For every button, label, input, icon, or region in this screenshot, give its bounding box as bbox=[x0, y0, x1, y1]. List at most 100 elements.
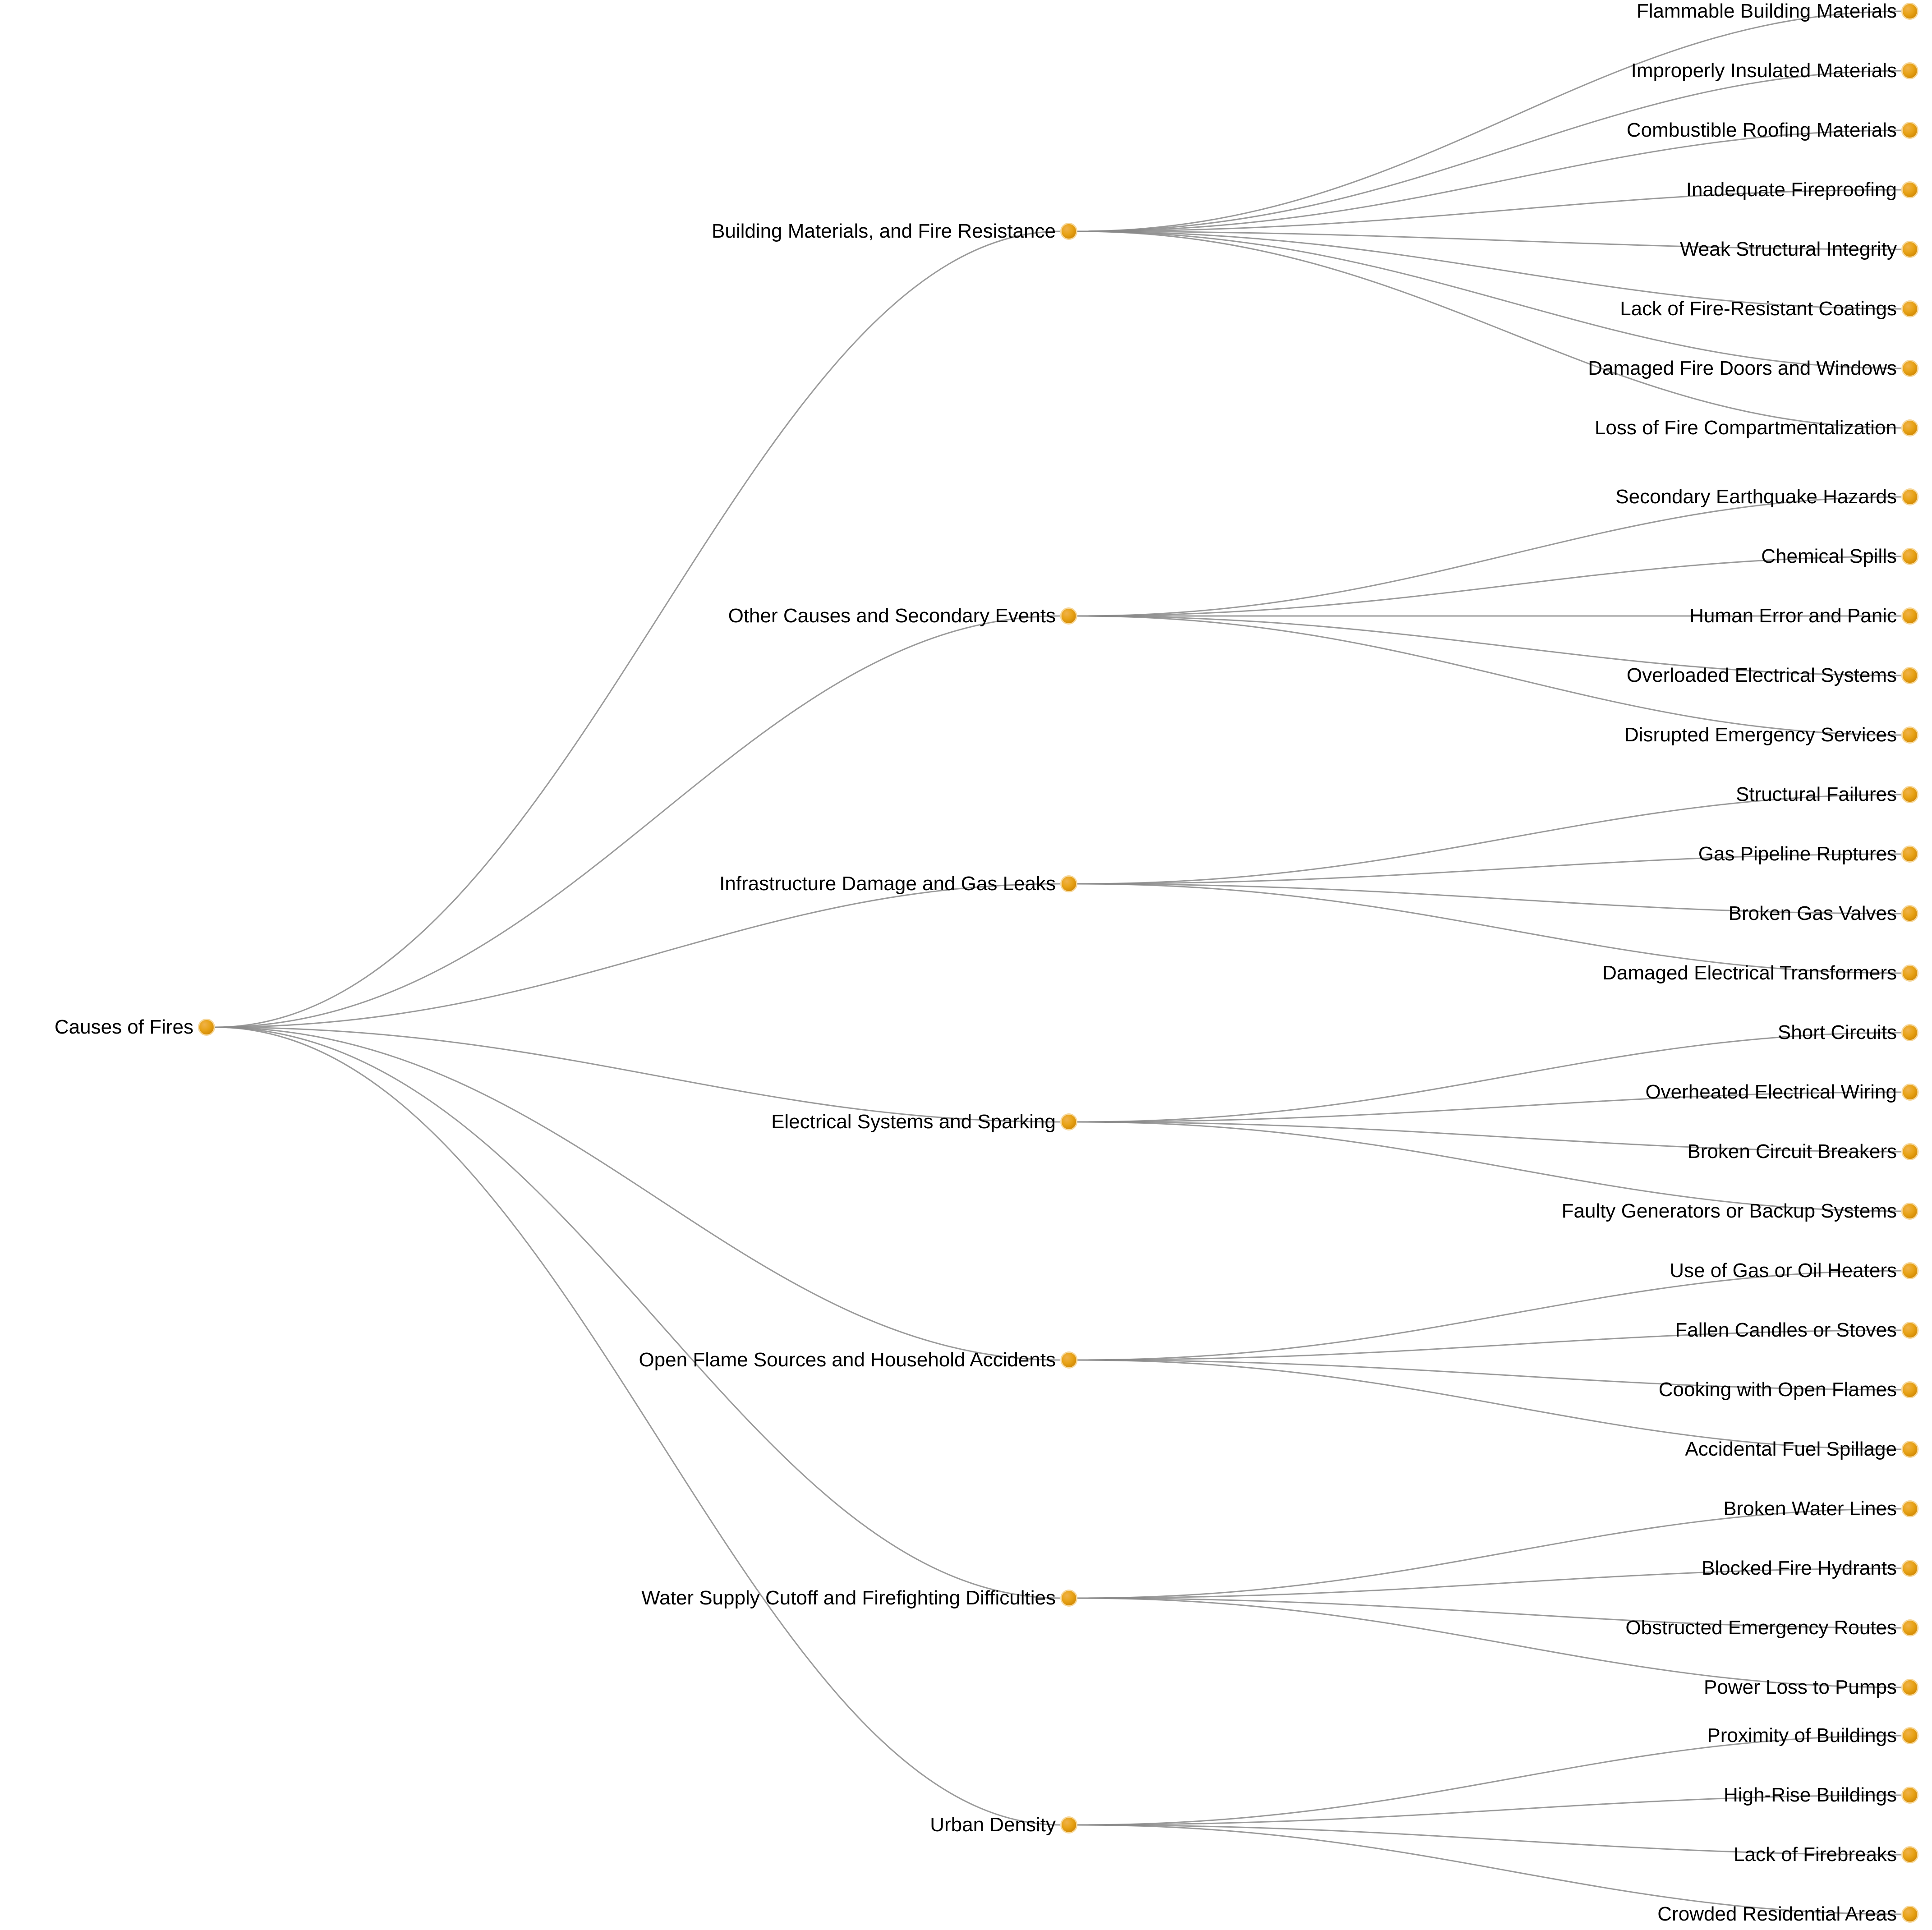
leaf-node-dot[interactable] bbox=[1901, 1906, 1918, 1923]
leaf-node-dot[interactable] bbox=[1901, 181, 1918, 198]
leaf-node-label: Short Circuits bbox=[1777, 1021, 1897, 1043]
leaf-node-label: Improperly Insulated Materials bbox=[1631, 60, 1897, 82]
tree-node-leaf-4-0[interactable]: Use of Gas or Oil Heaters bbox=[1670, 1261, 1918, 1281]
tree-node-leaf-3-0[interactable]: Short Circuits bbox=[1778, 1023, 1918, 1043]
leaf-node-dot[interactable] bbox=[1901, 846, 1918, 863]
tree-node-leaf-2-1[interactable]: Gas Pipeline Ruptures bbox=[1698, 844, 1918, 864]
tree-node-leaf-2-3[interactable]: Damaged Electrical Transformers bbox=[1602, 963, 1918, 983]
tree-node-leaf-4-3[interactable]: Accidental Fuel Spillage bbox=[1685, 1439, 1918, 1459]
tree-node-leaf-1-0[interactable]: Secondary Earthquake Hazards bbox=[1615, 487, 1918, 507]
tree-node-category-0[interactable]: Building Materials, and Fire Resistance bbox=[712, 221, 1077, 241]
tree-node-leaf-0-6[interactable]: Damaged Fire Doors and Windows bbox=[1588, 358, 1918, 378]
tree-node-leaf-3-1[interactable]: Overheated Electrical Wiring bbox=[1645, 1082, 1918, 1102]
leaf-node-dot[interactable] bbox=[1901, 1679, 1918, 1696]
tree-node-category-6[interactable]: Urban Density bbox=[930, 1815, 1077, 1835]
tree-node-leaf-6-1[interactable]: High-Rise Buildings bbox=[1724, 1785, 1918, 1805]
tree-node-category-1[interactable]: Other Causes and Secondary Events bbox=[728, 606, 1077, 626]
leaf-node-label: Broken Circuit Breakers bbox=[1687, 1140, 1897, 1163]
leaf-node-dot[interactable] bbox=[1901, 1846, 1918, 1863]
leaf-node-dot[interactable] bbox=[1901, 667, 1918, 684]
tree-node-leaf-5-3[interactable]: Power Loss to Pumps bbox=[1704, 1677, 1918, 1697]
tree-node-leaf-0-2[interactable]: Combustible Roofing Materials bbox=[1627, 120, 1918, 140]
tree-node-leaf-1-4[interactable]: Disrupted Emergency Services bbox=[1624, 725, 1918, 745]
tree-node-leaf-6-2[interactable]: Lack of Firebreaks bbox=[1734, 1845, 1918, 1865]
leaf-node-label: Combustible Roofing Materials bbox=[1626, 119, 1897, 141]
tree-node-leaf-5-0[interactable]: Broken Water Lines bbox=[1723, 1499, 1918, 1519]
leaf-node-dot[interactable] bbox=[1901, 360, 1918, 377]
tree-node-leaf-0-4[interactable]: Weak Structural Integrity bbox=[1680, 239, 1918, 259]
tree-node-leaf-1-1[interactable]: Chemical Spills bbox=[1761, 547, 1918, 566]
leaf-node-dot[interactable] bbox=[1901, 3, 1918, 20]
leaf-node-dot[interactable] bbox=[1901, 241, 1918, 258]
leaf-node-dot[interactable] bbox=[1901, 1143, 1918, 1160]
leaf-node-dot[interactable] bbox=[1901, 607, 1918, 625]
tree-node-leaf-0-7[interactable]: Loss of Fire Compartmentalization bbox=[1595, 418, 1918, 438]
leaf-node-dot[interactable] bbox=[1901, 1500, 1918, 1517]
leaf-node-dot[interactable] bbox=[1901, 62, 1918, 79]
category-node-dot[interactable] bbox=[1060, 1351, 1077, 1369]
leaf-node-dot[interactable] bbox=[1901, 786, 1918, 803]
tree-node-leaf-4-2[interactable]: Cooking with Open Flames bbox=[1659, 1380, 1918, 1400]
category-node-dot[interactable] bbox=[1060, 875, 1077, 892]
tree-node-leaf-0-0[interactable]: Flammable Building Materials bbox=[1637, 1, 1918, 21]
leaf-node-dot[interactable] bbox=[1901, 1727, 1918, 1744]
category-node-dot[interactable] bbox=[1060, 1816, 1077, 1834]
tree-node-leaf-5-2[interactable]: Obstructed Emergency Routes bbox=[1625, 1618, 1918, 1638]
category-node-dot[interactable] bbox=[1060, 223, 1077, 240]
leaf-node-dot[interactable] bbox=[1901, 726, 1918, 744]
leaf-node-dot[interactable] bbox=[1901, 488, 1918, 505]
tree-node-category-5[interactable]: Water Supply Cutoff and Firefighting Dif… bbox=[641, 1588, 1077, 1608]
leaf-node-dot[interactable] bbox=[1901, 300, 1918, 317]
tree-node-leaf-1-3[interactable]: Overloaded Electrical Systems bbox=[1627, 666, 1918, 685]
leaf-node-label: Broken Water Lines bbox=[1723, 1498, 1897, 1520]
leaf-node-dot[interactable] bbox=[1901, 1381, 1918, 1398]
leaf-node-dot[interactable] bbox=[1901, 122, 1918, 139]
leaf-node-dot[interactable] bbox=[1901, 1560, 1918, 1577]
tree-node-leaf-4-1[interactable]: Fallen Candles or Stoves bbox=[1675, 1320, 1918, 1340]
leaf-node-label: Overloaded Electrical Systems bbox=[1626, 664, 1897, 686]
tree-node-category-3[interactable]: Electrical Systems and Sparking bbox=[771, 1112, 1077, 1132]
leaf-node-dot[interactable] bbox=[1901, 548, 1918, 565]
root-node-dot[interactable] bbox=[198, 1019, 215, 1036]
category-node-label: Water Supply Cutoff and Firefighting Dif… bbox=[641, 1587, 1056, 1609]
tree-node-category-2[interactable]: Infrastructure Damage and Gas Leaks bbox=[719, 874, 1077, 894]
tree-node-leaf-0-1[interactable]: Improperly Insulated Materials bbox=[1631, 61, 1918, 81]
leaf-node-dot[interactable] bbox=[1901, 1787, 1918, 1804]
leaf-node-dot[interactable] bbox=[1901, 1024, 1918, 1041]
tree-node-leaf-2-2[interactable]: Broken Gas Valves bbox=[1729, 904, 1918, 924]
leaf-node-label: Proximity of Buildings bbox=[1707, 1724, 1897, 1746]
leaf-node-dot[interactable] bbox=[1901, 419, 1918, 437]
tree-node-leaf-6-3[interactable]: Crowded Residential Areas bbox=[1657, 1904, 1918, 1924]
tree-node-category-4[interactable]: Open Flame Sources and Household Acciden… bbox=[639, 1350, 1077, 1370]
tree-node-leaf-3-2[interactable]: Broken Circuit Breakers bbox=[1687, 1142, 1918, 1162]
leaf-node-dot[interactable] bbox=[1901, 1262, 1918, 1279]
category-node-label: Urban Density bbox=[930, 1814, 1056, 1836]
leaf-node-label: Obstructed Emergency Routes bbox=[1625, 1617, 1897, 1639]
tree-node-leaf-6-0[interactable]: Proximity of Buildings bbox=[1707, 1726, 1918, 1746]
leaf-node-label: Overheated Electrical Wiring bbox=[1645, 1081, 1897, 1103]
leaf-node-label: Blocked Fire Hydrants bbox=[1702, 1557, 1897, 1579]
tree-node-leaf-2-0[interactable]: Structural Failures bbox=[1736, 785, 1918, 804]
leaf-node-dot[interactable] bbox=[1901, 1084, 1918, 1101]
category-node-dot[interactable] bbox=[1060, 607, 1077, 625]
root-node-label: Causes of Fires bbox=[54, 1016, 193, 1038]
leaf-node-label: Inadequate Fireproofing bbox=[1686, 179, 1897, 201]
leaf-node-label: Loss of Fire Compartmentalization bbox=[1594, 417, 1897, 439]
tree-node-root[interactable]: Causes of Fires bbox=[55, 1017, 215, 1037]
leaf-node-label: Structural Failures bbox=[1735, 783, 1897, 805]
leaf-node-dot[interactable] bbox=[1901, 1203, 1918, 1220]
leaf-node-label: Power Loss to Pumps bbox=[1704, 1676, 1897, 1698]
tree-node-leaf-5-1[interactable]: Blocked Fire Hydrants bbox=[1702, 1558, 1918, 1578]
category-node-dot[interactable] bbox=[1060, 1590, 1077, 1607]
tree-node-leaf-0-5[interactable]: Lack of Fire-Resistant Coatings bbox=[1620, 299, 1918, 319]
leaf-node-dot[interactable] bbox=[1901, 1441, 1918, 1458]
leaf-node-label: Damaged Fire Doors and Windows bbox=[1588, 357, 1897, 379]
tree-node-leaf-0-3[interactable]: Inadequate Fireproofing bbox=[1686, 180, 1918, 200]
leaf-node-dot[interactable] bbox=[1901, 1619, 1918, 1636]
tree-node-leaf-1-2[interactable]: Human Error and Panic bbox=[1689, 606, 1918, 626]
leaf-node-dot[interactable] bbox=[1901, 965, 1918, 982]
tree-node-leaf-3-3[interactable]: Faulty Generators or Backup Systems bbox=[1562, 1201, 1918, 1221]
leaf-node-dot[interactable] bbox=[1901, 1322, 1918, 1339]
category-node-dot[interactable] bbox=[1060, 1113, 1077, 1130]
leaf-node-dot[interactable] bbox=[1901, 905, 1918, 922]
